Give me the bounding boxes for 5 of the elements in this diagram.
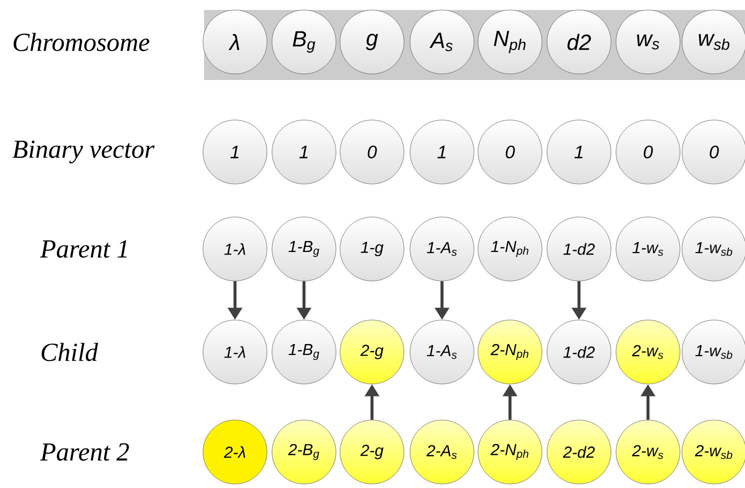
row-label: Chromosome [14, 32, 150, 52]
row-label: Binary vector [12, 140, 155, 164]
row-label: Parent 1 [40, 240, 127, 258]
row-label: Parent 2 [40, 443, 129, 461]
row-label: Child [42, 342, 98, 362]
